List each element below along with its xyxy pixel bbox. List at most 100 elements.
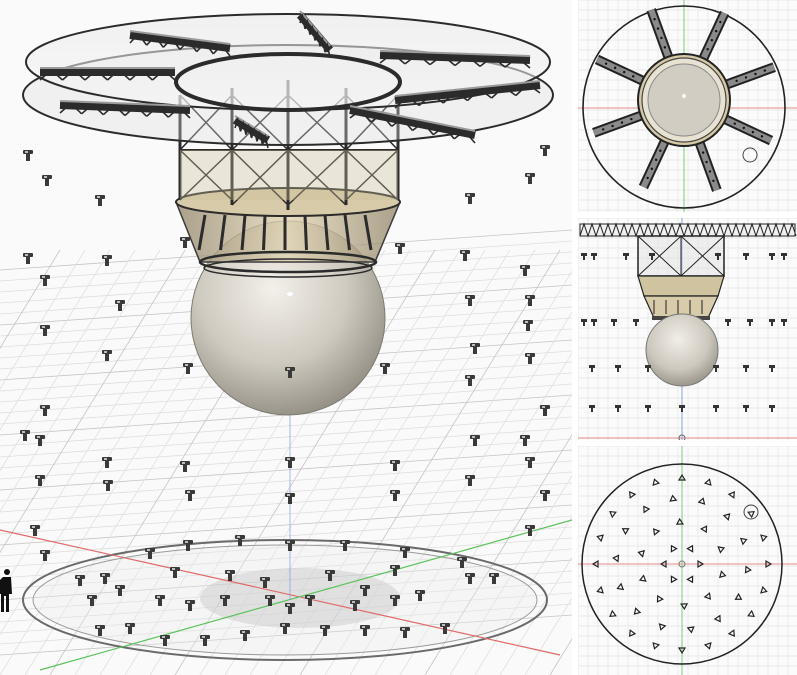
sensor-node-icon: [652, 642, 661, 650]
bottom-view-nodes: [591, 473, 773, 655]
sensor-node-icon: [520, 265, 530, 276]
sensor-node-icon: [715, 253, 721, 260]
sensor-node-icon: [643, 505, 651, 514]
sensor-node-icon: [734, 592, 743, 600]
sensor-node-icon: [525, 173, 535, 184]
marker-circle: [742, 147, 758, 163]
bottom-view-viewport[interactable]: [578, 446, 797, 675]
sensor-node-icon: [35, 475, 45, 486]
sensor-node-icon: [395, 243, 405, 254]
sensor-node-icon: [638, 574, 647, 582]
front-tower: [637, 235, 725, 320]
sensor-node-icon: [390, 565, 400, 576]
sensor-node-icon: [727, 491, 735, 499]
sensor-node-icon: [713, 405, 719, 412]
sensor-node-icon: [470, 435, 480, 446]
sensor-node-icon: [760, 585, 768, 594]
sensor-node-icon: [615, 405, 621, 412]
sensor-node-icon: [523, 320, 533, 331]
front-view-viewport[interactable]: [578, 218, 797, 440]
floor-outline: [581, 463, 783, 665]
sensor-node-icon: [95, 195, 105, 206]
sensor-node-icon: [160, 635, 170, 646]
sensor-node-icon: [591, 559, 599, 569]
sensor-node-icon: [645, 365, 651, 372]
sensor-node-icon: [615, 365, 621, 372]
sensor-node-icon: [637, 549, 645, 558]
sensor-node-icon: [180, 237, 190, 248]
sensor-node-icon: [719, 570, 727, 579]
sensor-node-icon: [760, 534, 768, 543]
sensor-node-icon: [30, 525, 40, 536]
sensor-node-icon: [465, 475, 475, 486]
sensor-node-icon: [40, 275, 50, 286]
truss-arm: [129, 30, 231, 57]
sensor-node-icon: [781, 253, 787, 260]
sensor-node-icon: [525, 353, 535, 364]
sensor-node-icon: [280, 623, 290, 634]
sensor-node-icon: [460, 250, 470, 261]
top-view-arm: [698, 10, 730, 61]
truss-arm: [59, 100, 191, 119]
sensor-node-icon: [115, 300, 125, 311]
sensor-node-icon: [743, 405, 749, 412]
sensor-node-icon: [769, 405, 775, 412]
top-platform-disc[interactable]: [22, 13, 554, 146]
sensor-node-icon: [285, 493, 295, 504]
sensor-node-icon: [340, 540, 350, 551]
sensor-node-icon: [596, 585, 604, 594]
sensor-node-icon: [744, 565, 752, 574]
x-axis-line: [0, 529, 561, 656]
sensor-node-icon: [525, 457, 535, 468]
sensor-node-icon: [525, 525, 535, 536]
bottom-view-canvas: [578, 446, 797, 675]
sensor-node-icon: [686, 626, 695, 634]
sensor-node-icon: [400, 627, 410, 638]
sensor-node-icon: [350, 600, 360, 611]
sensor-node-icon: [703, 592, 712, 600]
sensor-node-icon: [440, 623, 450, 634]
sensor-node-icon: [703, 642, 712, 650]
sensor-node-icon: [87, 595, 97, 606]
top-view-canvas: [578, 0, 797, 212]
sensor-node-icon: [581, 319, 587, 326]
sensor-node-icon: [680, 603, 689, 611]
front-view-canvas: [578, 218, 797, 440]
sensor-node-icon: [629, 491, 637, 499]
sensor-node-icon: [225, 570, 235, 581]
top-view-viewport[interactable]: [578, 0, 797, 212]
sensor-node-icon: [465, 573, 475, 584]
perspective-canvas: [0, 10, 572, 675]
sphere-collar: [174, 187, 402, 278]
sensor-node-icon: [285, 540, 295, 551]
sensor-node-icon: [652, 528, 661, 536]
sensor-node-icon: [35, 435, 45, 446]
sensor-node-icon: [697, 559, 705, 569]
sensor-node-icon: [686, 575, 694, 584]
perspective-viewport[interactable]: [0, 0, 572, 675]
sensor-node-icon: [679, 405, 685, 412]
sensor-node-icon: [170, 567, 180, 578]
sensor-node-icon: [390, 490, 400, 501]
sensor-node-icon: [713, 614, 721, 623]
sensor-node-icon: [769, 365, 775, 372]
sensor-node-icon: [621, 528, 630, 536]
sensor-node-array: [20, 145, 550, 646]
sensor-node-icon: [155, 595, 165, 606]
sensor-node-icon: [652, 478, 661, 486]
sensor-node-icon: [591, 319, 597, 326]
sensor-node-icon: [739, 537, 748, 546]
person-scale-icon: [0, 569, 12, 612]
sensor-node-icon: [781, 319, 787, 326]
sensor-node-icon: [40, 405, 50, 416]
top-view-arm: [592, 111, 643, 138]
sensor-node-icon: [747, 319, 753, 326]
sensor-node-icon: [675, 517, 684, 525]
sensor-node-icon: [703, 478, 712, 486]
bottom-view-grid: [578, 446, 797, 675]
floor-ring: [0, 519, 572, 671]
sensor-node-icon: [285, 603, 295, 614]
front-sphere: [645, 313, 719, 387]
marker-circle: [743, 504, 759, 520]
sensor-node-icon: [697, 497, 706, 505]
